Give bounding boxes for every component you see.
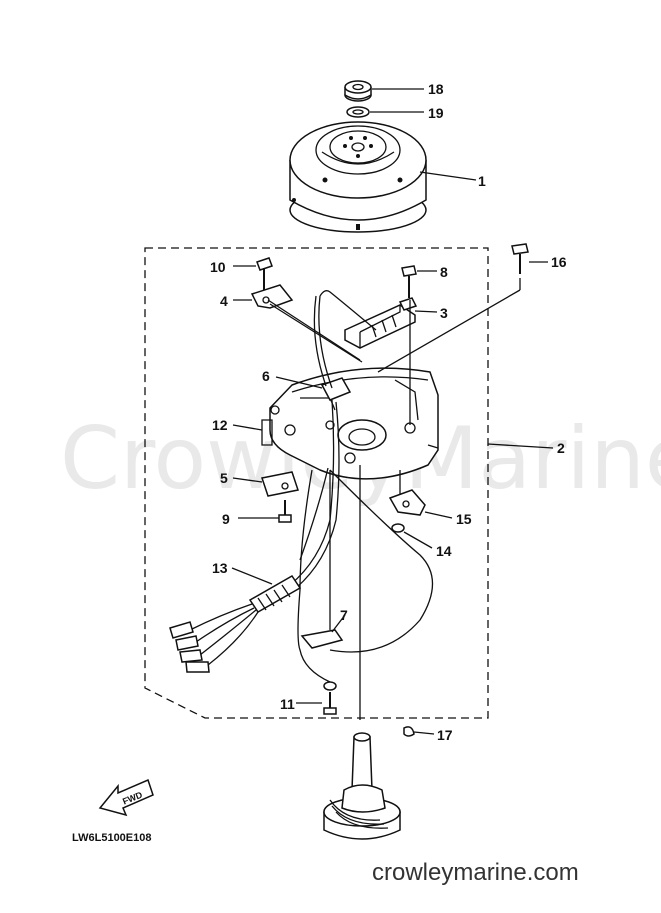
callout-6: 6: [262, 368, 270, 384]
diagram-code: LW6L5100E108: [72, 832, 152, 844]
callout-17: 17: [437, 727, 453, 743]
screw-10: [256, 257, 273, 290]
screw-16: [511, 243, 529, 274]
wire-clamp-15: [388, 489, 426, 516]
wire-clamp-5: [261, 471, 299, 497]
callout-7: 7: [340, 607, 348, 623]
callout-1: 1: [478, 173, 486, 189]
forward-arrow-icon: FWD: [98, 778, 154, 817]
callout-3: 3: [440, 305, 448, 321]
callout-16: 16: [551, 254, 567, 270]
callout-14: 14: [436, 543, 452, 559]
callout-18: 18: [428, 81, 444, 97]
callout-2: 2: [557, 440, 565, 456]
screw-11: [323, 692, 337, 715]
callout-4: 4: [220, 293, 228, 309]
callout-8: 8: [440, 264, 448, 280]
woodruff-key: [403, 726, 415, 737]
callout-12: 12: [212, 417, 228, 433]
callout-15: 15: [456, 511, 472, 527]
callout-10: 10: [210, 259, 226, 275]
grommet: [320, 377, 352, 401]
stator-base-plate: [261, 367, 439, 480]
stator-assembly-boundary: [144, 247, 489, 719]
callout-13: 13: [212, 560, 228, 576]
screw-8: [401, 265, 417, 298]
screw-14: [391, 523, 405, 533]
callout-9: 9: [222, 511, 230, 527]
footer-url[interactable]: crowleymarine.com: [372, 859, 579, 886]
ring-terminal: [323, 681, 337, 691]
bullet-connectors: [169, 621, 210, 673]
cdi-unit: [344, 297, 418, 349]
wire-clamp-7: [300, 629, 344, 649]
screw-9: [278, 500, 292, 523]
callout-5: 5: [220, 470, 228, 486]
crankshaft: [323, 732, 401, 840]
callout-19: 19: [428, 105, 444, 121]
wire-harness: [248, 575, 302, 613]
callout-11: 11: [280, 696, 295, 712]
flywheel-nut: [344, 80, 372, 102]
flywheel-washer: [346, 106, 370, 118]
flywheel-rotor: [289, 121, 427, 233]
